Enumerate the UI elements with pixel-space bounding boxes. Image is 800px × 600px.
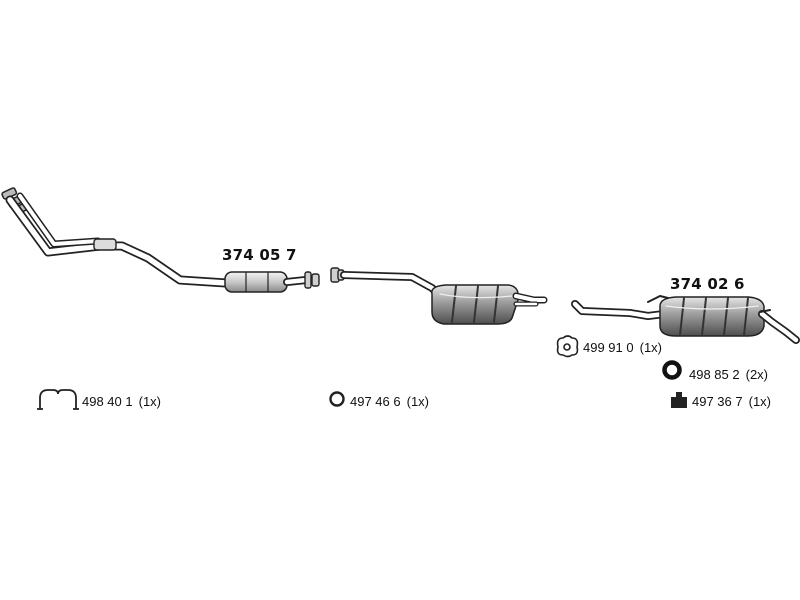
accessory-number: 497 36 7 bbox=[692, 394, 743, 409]
accessory-number: 498 40 1 bbox=[82, 394, 133, 409]
front-pipe-outlet-flange bbox=[304, 271, 320, 289]
accessory-quantity: (1x) bbox=[138, 394, 161, 409]
clamp-icon bbox=[37, 389, 79, 410]
rubber-mount-icon bbox=[556, 335, 579, 358]
accessory-label-seal-ring: 498 85 2 (2x) bbox=[689, 367, 768, 382]
pipe-joint bbox=[93, 238, 117, 251]
accessory-label-nut: 497 36 7 (1x) bbox=[692, 394, 771, 409]
nut-icon bbox=[671, 392, 687, 408]
accessory-quantity: (1x) bbox=[406, 394, 429, 409]
accessory-number: 498 85 2 bbox=[689, 367, 740, 382]
down-pipe-inner bbox=[7, 197, 229, 286]
front-pipe-drawing bbox=[1, 187, 320, 293]
accessory-quantity: (2x) bbox=[745, 367, 768, 382]
accessory-label-ring: 497 46 6 (1x) bbox=[350, 394, 429, 409]
accessory-quantity: (1x) bbox=[639, 340, 662, 355]
accessory-label-rubber-mount: 499 91 0 (1x) bbox=[583, 340, 662, 355]
part-number-front-pipe: 374 05 7 bbox=[222, 246, 297, 264]
rear-silencer-hanger bbox=[647, 295, 669, 303]
ring-icon bbox=[329, 391, 345, 407]
catalytic-converter bbox=[224, 271, 288, 293]
part-number-rear-silencer: 374 02 6 bbox=[670, 275, 745, 293]
seal-ring-icon bbox=[662, 360, 682, 380]
rear-silencer-drawing bbox=[571, 295, 800, 344]
rear-silencer-box bbox=[659, 296, 765, 337]
centre-silencer-drawing bbox=[330, 267, 548, 325]
accessory-number: 497 46 6 bbox=[350, 394, 401, 409]
accessory-label-clamp: 498 40 1 (1x) bbox=[82, 394, 161, 409]
accessory-quantity: (1x) bbox=[748, 394, 771, 409]
accessory-number: 499 91 0 bbox=[583, 340, 634, 355]
